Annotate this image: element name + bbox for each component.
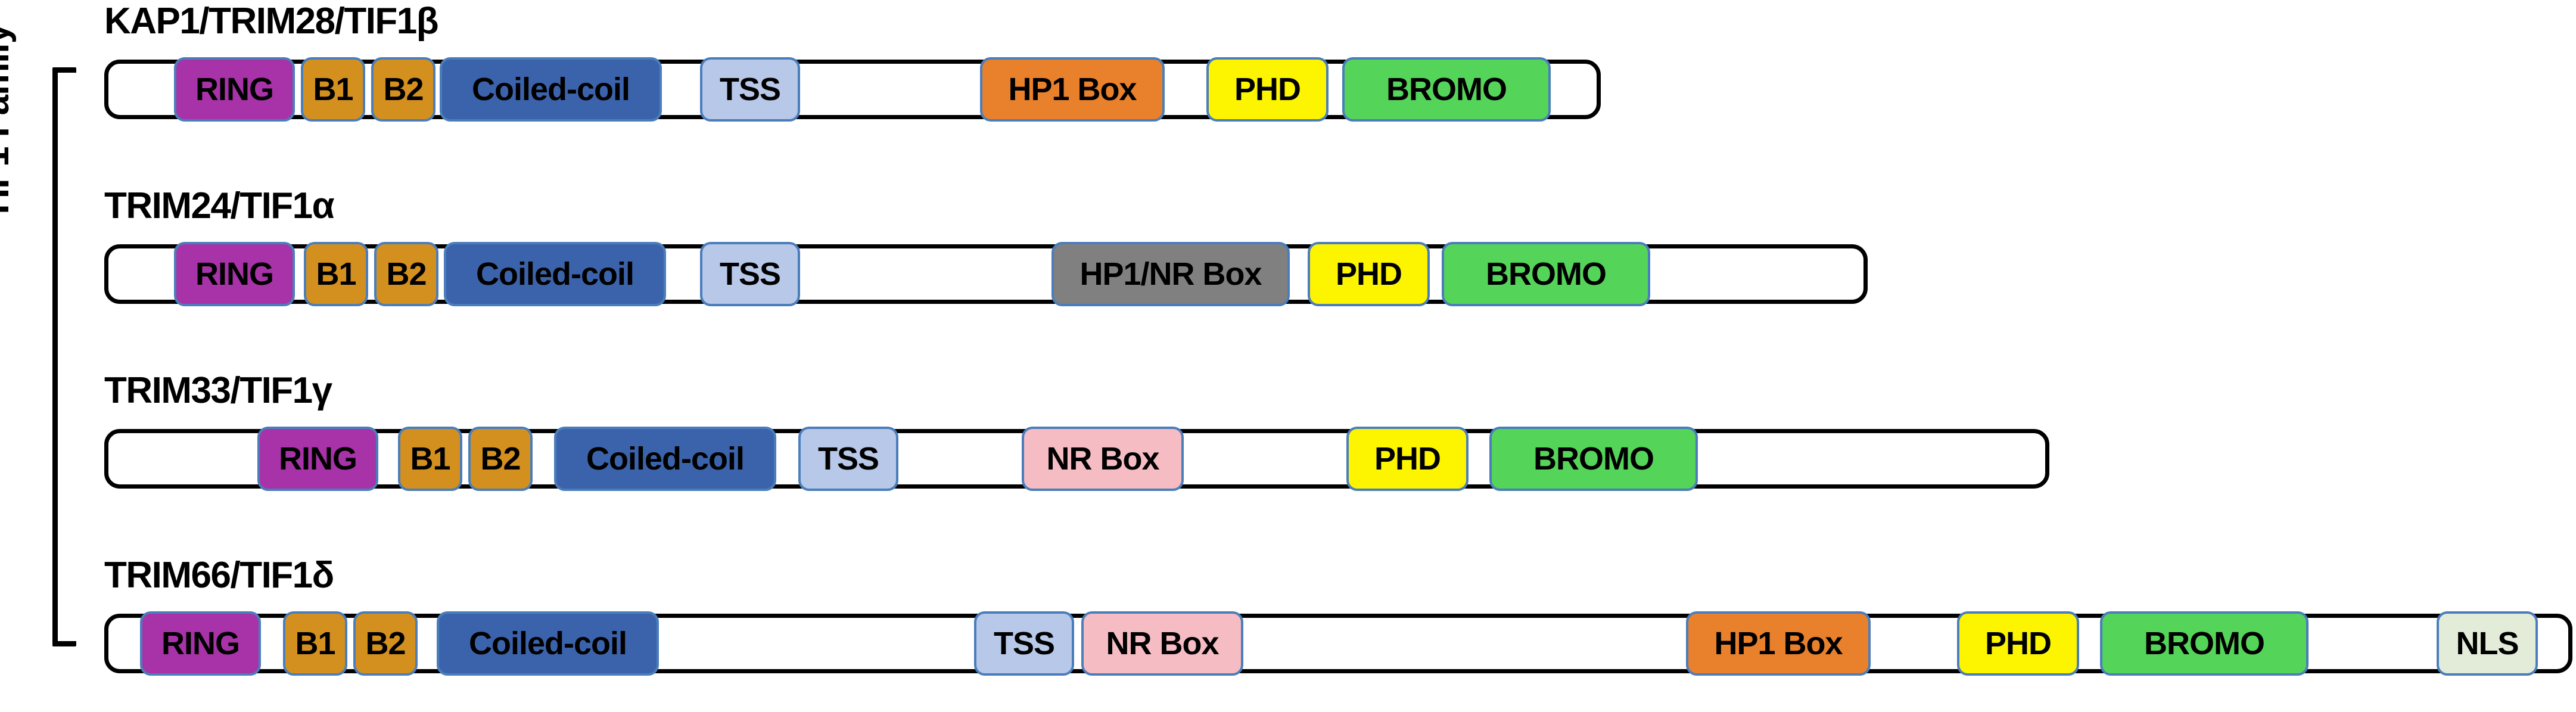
domain-block: Coiled-coil	[554, 427, 776, 491]
domain-block: B2	[468, 427, 533, 491]
domain-block: PHD	[1957, 611, 2079, 676]
domain-label: Coiled-coil	[468, 626, 627, 661]
domain-label: BROMO	[1386, 71, 1507, 107]
domain-block: Coiled-coil	[440, 57, 662, 122]
domain-label: Coiled-coil	[475, 256, 634, 292]
domain-block: B1	[398, 427, 462, 491]
domain-block: RING	[140, 611, 261, 676]
domain-label: HP1/NR Box	[1079, 256, 1262, 292]
domain-block: NR Box	[1081, 611, 1243, 676]
tif1-family-bracket	[52, 67, 76, 646]
domain-block: TSS	[798, 427, 898, 491]
domain-label: BROMO	[1486, 256, 1607, 292]
domain-label: B1	[316, 256, 356, 292]
domain-label: TSS	[719, 256, 781, 292]
domain-block: RING	[257, 427, 378, 491]
domain-label: HP1 Box	[1008, 71, 1137, 107]
domain-block: B1	[283, 611, 347, 676]
domain-label: B2	[386, 256, 427, 292]
domain-label: NR Box	[1046, 441, 1159, 477]
domain-label: B2	[365, 626, 406, 661]
protein-name-label: TRIM33/TIF1γ	[104, 370, 332, 411]
domain-label: B1	[295, 626, 335, 661]
domain-block: TSS	[974, 611, 1074, 676]
domain-label: BROMO	[2144, 626, 2265, 661]
domain-block: HP1 Box	[980, 57, 1165, 122]
domain-block: PHD	[1206, 57, 1329, 122]
domain-label: RING	[279, 441, 357, 477]
protein-name-label: TRIM24/TIF1α	[104, 185, 335, 226]
domain-block: RING	[174, 57, 295, 122]
domain-block: TSS	[700, 57, 800, 122]
domain-block: RING	[174, 242, 295, 306]
domain-label: TSS	[817, 441, 879, 477]
domain-label: NR Box	[1106, 626, 1219, 661]
domain-label: BROMO	[1533, 441, 1654, 477]
domain-label: B2	[383, 71, 424, 107]
domain-label: RING	[161, 626, 240, 661]
domain-label: Coiled-coil	[586, 441, 745, 477]
domain-block: PHD	[1346, 427, 1469, 491]
domain-label: PHD	[1335, 256, 1402, 292]
domain-label: Coiled-coil	[471, 71, 630, 107]
domain-block: BROMO	[2100, 611, 2309, 676]
domain-block: BROMO	[1342, 57, 1551, 122]
domain-block: Coiled-coil	[437, 611, 659, 676]
protein-name-label: KAP1/TRIM28/TIF1β	[104, 1, 439, 42]
domain-label: PHD	[1374, 441, 1441, 477]
domain-label: NLS	[2456, 626, 2519, 661]
domain-block: B2	[353, 611, 418, 676]
domain-block: BROMO	[1442, 242, 1650, 306]
domain-label: RING	[195, 256, 274, 292]
domain-label: RING	[195, 71, 274, 107]
domain-label: PHD	[1234, 71, 1301, 107]
domain-block: BROMO	[1489, 427, 1698, 491]
domain-label: B1	[410, 441, 450, 477]
domain-block: NR Box	[1022, 427, 1184, 491]
domain-block: PHD	[1308, 242, 1430, 306]
domain-block: B2	[374, 242, 438, 306]
domain-block: HP1 Box	[1686, 611, 1871, 676]
domain-label: HP1 Box	[1714, 626, 1843, 661]
domain-label: B1	[313, 71, 353, 107]
domain-block: HP1/NR Box	[1051, 242, 1290, 306]
domain-block: B1	[304, 242, 368, 306]
domain-block: NLS	[2437, 611, 2538, 676]
domain-label: PHD	[1984, 626, 2052, 661]
domain-block: Coiled-coil	[444, 242, 666, 306]
domain-label: TSS	[993, 626, 1055, 661]
domain-label: TSS	[719, 71, 781, 107]
protein-name-label: TRIM66/TIF1δ	[104, 555, 334, 596]
domain-block: TSS	[700, 242, 800, 306]
domain-label: B2	[480, 441, 521, 477]
tif1-family-label: TIF1 Family	[0, 23, 17, 220]
domain-block: B1	[301, 57, 365, 122]
domain-block: B2	[371, 57, 435, 122]
